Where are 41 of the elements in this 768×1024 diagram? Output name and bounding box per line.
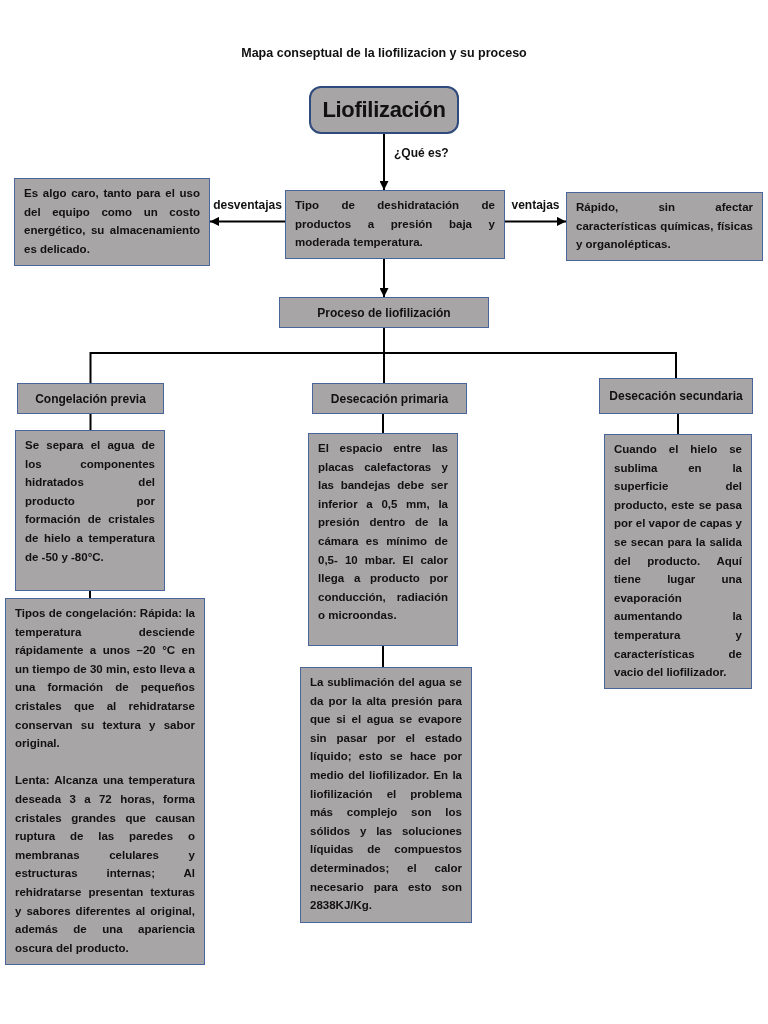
text-box <box>14 178 210 266</box>
arrow <box>504 216 567 226</box>
diagram-title: Mapa conseptual de la liofilizacion y su proceso <box>241 46 527 60</box>
connector-line <box>89 413 92 431</box>
heading-text: Desecación secundaria <box>608 388 744 404</box>
text-box <box>566 192 763 261</box>
connector-line <box>383 327 677 379</box>
heading-box <box>599 378 753 414</box>
connector-line <box>677 413 679 435</box>
heading-box <box>279 297 489 328</box>
edge-label: desventajas <box>211 197 284 214</box>
heading-text: Proceso de liofilización <box>316 304 452 321</box>
connector-line <box>382 413 384 434</box>
connector-line <box>382 645 384 668</box>
description-text: Lenta: Alcanza una temperatura deseada 3 a 72 horas, forma cristales grandes que causan ruptura de las paredes o membranas celulares y estructuras internas; Al rehidratarse presentan texturas y sabores diferentes al original, además de una apariencia oscura del producto. <box>15 773 195 956</box>
arrow <box>379 133 389 191</box>
edge-label: ¿Qué es? <box>392 145 451 161</box>
description-text: Tipo de deshidratación de productos a presión baja y moderada temperatura. <box>295 198 495 251</box>
arrow <box>209 216 286 226</box>
heading-text: Congelación previa <box>34 390 147 407</box>
heading-box <box>312 383 467 414</box>
description-text: Se separa el agua de los componentes hidratados del producto por formación de cristales de hielo a temperatura de -50 y -80°C. <box>25 438 155 565</box>
description-text: Cuando el hielo se sublima en la superficie del producto, este se pasa por el vapor de capas y se secan para la salida del producto. Aquí tiene lugar una evaporación aumentando la temperatura y características de vacio del liofilizador. <box>614 442 742 681</box>
heading-box <box>17 383 164 414</box>
text-box <box>604 434 752 689</box>
description-text: El espacio entre las placas calefactoras y las bandejas debe ser inferior a 0,5 mm, la presión dentro de la cámara es mínimo de 0,5- 10 mbar. El calor llega a producto por conducción, radiación o microondas. <box>318 441 448 624</box>
text-box <box>15 430 165 591</box>
connector-line <box>89 590 91 599</box>
description-text: La sublimación del agua se da por la alta presión para que si el agua se evapore sin pasar por el estado líquido; esto se hace por medio del liofilizador. En la liofilización el problema más complejo son los sólidos y las soluciones líquidas de compuestos determinados; el calor necesario para esto son 2838KJ/Kg. <box>310 675 462 914</box>
text-box <box>300 667 472 923</box>
arrow <box>379 257 389 298</box>
text-box <box>285 190 505 259</box>
heading-text: Desecación primaria <box>329 390 450 407</box>
description-text: Rápido, sin afectar características químicas, físicas y organolépticas. <box>576 200 753 253</box>
description-text: Tipos de congelación: Rápida: la temperatura desciende rápidamente a unos –20 °C en un tiempo de 30 min, esto lleva a una formación de pequeños cristales que al rehidratarse conservan su textura y sabor original. <box>15 606 195 752</box>
text-box <box>308 433 458 646</box>
text-box <box>5 598 205 965</box>
description-text: Es algo caro, tanto para el uso del equipo como un costo energético, su almacenamiento es delicado. <box>24 186 200 257</box>
concept-title: Liofilización <box>321 96 447 124</box>
concept-box <box>309 86 459 134</box>
edge-label: ventajas <box>509 197 562 214</box>
